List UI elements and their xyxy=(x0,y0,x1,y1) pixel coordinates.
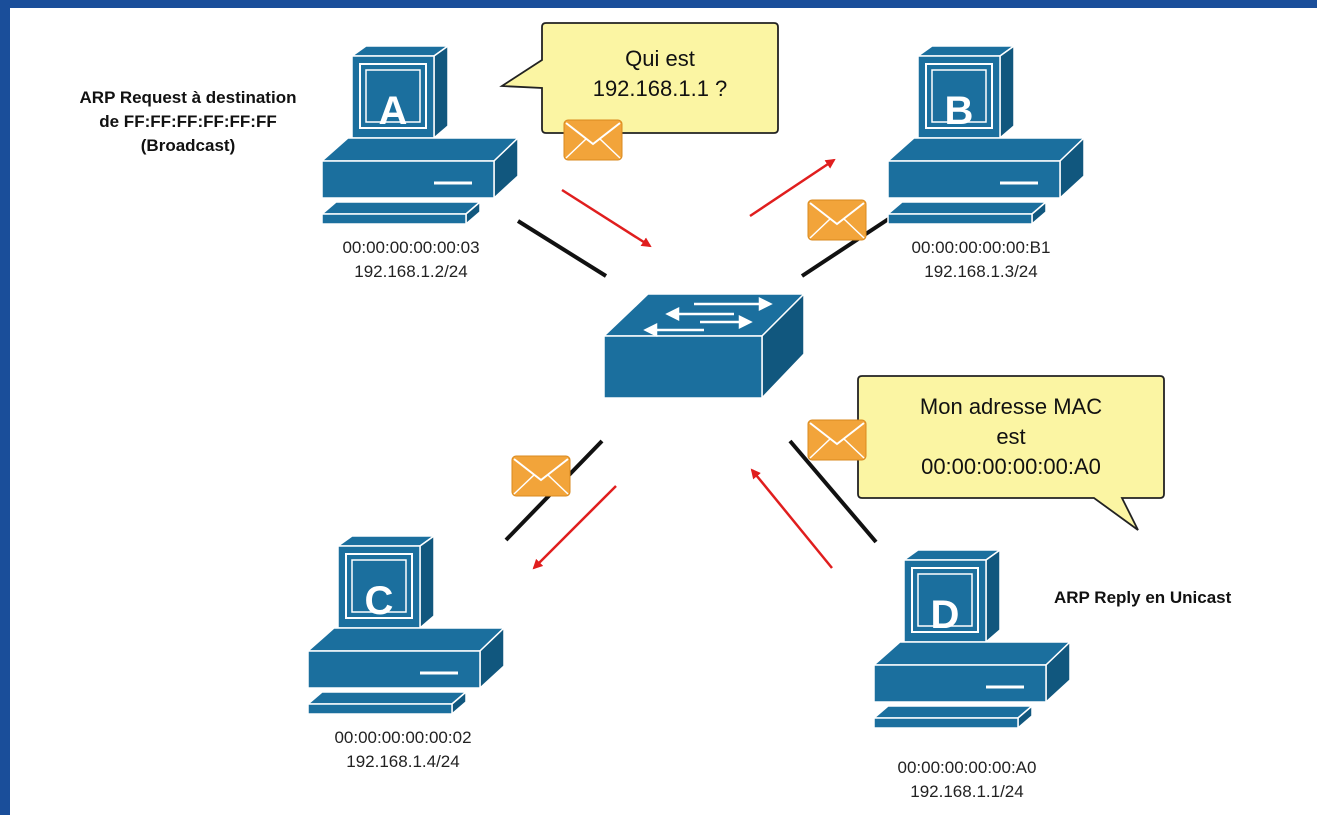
question-line-1: Qui est xyxy=(625,46,695,71)
computer-icon-a: A xyxy=(320,44,520,226)
host-a-mac: 00:00:00:00:00:03 xyxy=(342,238,480,257)
arrow-switch-to-c xyxy=(532,485,617,570)
arrow-a-to-switch xyxy=(561,188,652,248)
arp-diagram: A B C D Qui est xyxy=(10,8,1317,815)
speech-bubble-answer xyxy=(857,375,1165,531)
host-d-address: 00:00:00:00:00:A0 192.168.1.1/24 xyxy=(862,756,1072,804)
link-b xyxy=(800,216,892,278)
host-c-address: 00:00:00:00:00:02 192.168.1.4/24 xyxy=(298,726,508,774)
question-line-2: 192.168.1.1 ? xyxy=(592,76,728,101)
host-letter-b: B xyxy=(945,89,974,133)
envelope-icon-a xyxy=(563,119,623,161)
host-d-mac: 00:00:00:00:00:A0 xyxy=(897,758,1037,777)
host-b-mac: 00:00:00:00:00:B1 xyxy=(911,238,1051,257)
request-annotation: ARP Request à destination de FF:FF:FF:FF… xyxy=(18,86,358,158)
speech-bubble-question xyxy=(499,22,779,134)
link-a xyxy=(516,219,608,278)
envelope-icon-c xyxy=(511,455,571,497)
link-d xyxy=(788,439,878,544)
reply-text: ARP Reply en Unicast xyxy=(1054,588,1232,607)
envelope-icon-b xyxy=(807,199,867,241)
computer-icon-c: C xyxy=(306,534,506,716)
request-line-2: de FF:FF:FF:FF:FF:FF xyxy=(99,112,277,131)
host-c-ip: 192.168.1.4/24 xyxy=(346,752,460,771)
host-a-address: 00:00:00:00:00:03 192.168.1.2/24 xyxy=(306,236,516,284)
host-letter-a: A xyxy=(379,89,408,133)
host-letter-d: D xyxy=(931,593,960,637)
arrow-d-to-switch xyxy=(750,468,833,569)
computer-icon-d: D xyxy=(872,548,1072,730)
answer-line-3: 00:00:00:00:00:A0 xyxy=(921,454,1101,479)
host-b-ip: 192.168.1.3/24 xyxy=(924,262,1038,281)
request-line-3: (Broadcast) xyxy=(140,136,236,155)
computer-icon-b: B xyxy=(886,44,1086,226)
host-a-ip: 192.168.1.2/24 xyxy=(354,262,468,281)
question-bubble-text: Qui est 192.168.1.1 ? xyxy=(542,44,778,104)
host-b-address: 00:00:00:00:00:B1 192.168.1.3/24 xyxy=(876,236,1086,284)
arrow-switch-to-b xyxy=(749,158,836,218)
answer-bubble-text: Mon adresse MAC est 00:00:00:00:00:A0 xyxy=(858,392,1164,482)
reply-annotation: ARP Reply en Unicast xyxy=(1054,586,1316,610)
answer-line-2: est xyxy=(996,424,1026,449)
switch-icon xyxy=(602,292,806,400)
host-d-ip: 192.168.1.1/24 xyxy=(910,782,1024,801)
host-letter-c: C xyxy=(365,579,394,623)
request-line-1: ARP Request à destination xyxy=(79,88,297,107)
traffic-arrows xyxy=(532,158,836,570)
host-c-mac: 00:00:00:00:00:02 xyxy=(334,728,472,747)
answer-line-1: Mon adresse MAC xyxy=(919,394,1103,419)
